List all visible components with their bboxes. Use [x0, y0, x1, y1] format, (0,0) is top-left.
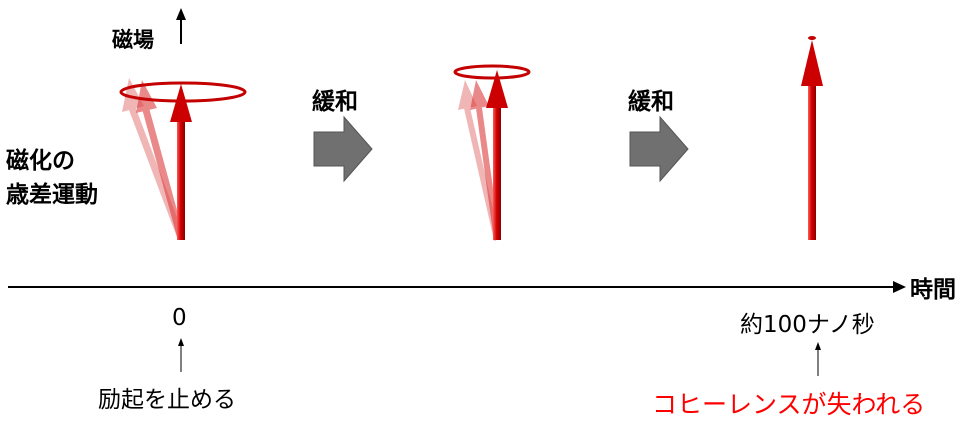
pointer-arrow-end [815, 342, 821, 376]
precession-ring [808, 36, 816, 40]
precession-ring [453, 64, 531, 80]
magnetic-field-label: 磁場 [112, 28, 154, 52]
time-axis-label: 時間 [910, 277, 956, 303]
relaxed-state [801, 36, 823, 240]
main-vector [170, 84, 192, 240]
main-vector [801, 40, 823, 240]
precession-label: 磁化の 歳差運動 [6, 144, 98, 212]
relaxation-label-2: 緩和 [628, 89, 674, 115]
precession-label-line2: 歳差運動 [6, 182, 98, 208]
time-zero-label: 0 [172, 305, 187, 331]
precession-state-1 [119, 78, 247, 240]
up-arrow-icon [176, 8, 186, 44]
time-axis-arrow-icon [8, 281, 906, 293]
stop-excitation-label: 励起を止める [98, 387, 236, 413]
relaxation-label-1: 緩和 [312, 89, 358, 115]
process-arrow-icon [629, 115, 689, 183]
pointer-arrow-start [178, 338, 184, 372]
precession-state-2 [453, 64, 531, 241]
precession-label-line1: 磁化の [6, 148, 75, 174]
faded-vector [136, 80, 185, 239]
coherence-lost-label: コヒーレンスが失われる [652, 390, 926, 419]
main-vector [486, 70, 508, 240]
time-end-label: 約100ナノ秒 [740, 312, 875, 338]
process-arrow-icon [313, 115, 373, 183]
